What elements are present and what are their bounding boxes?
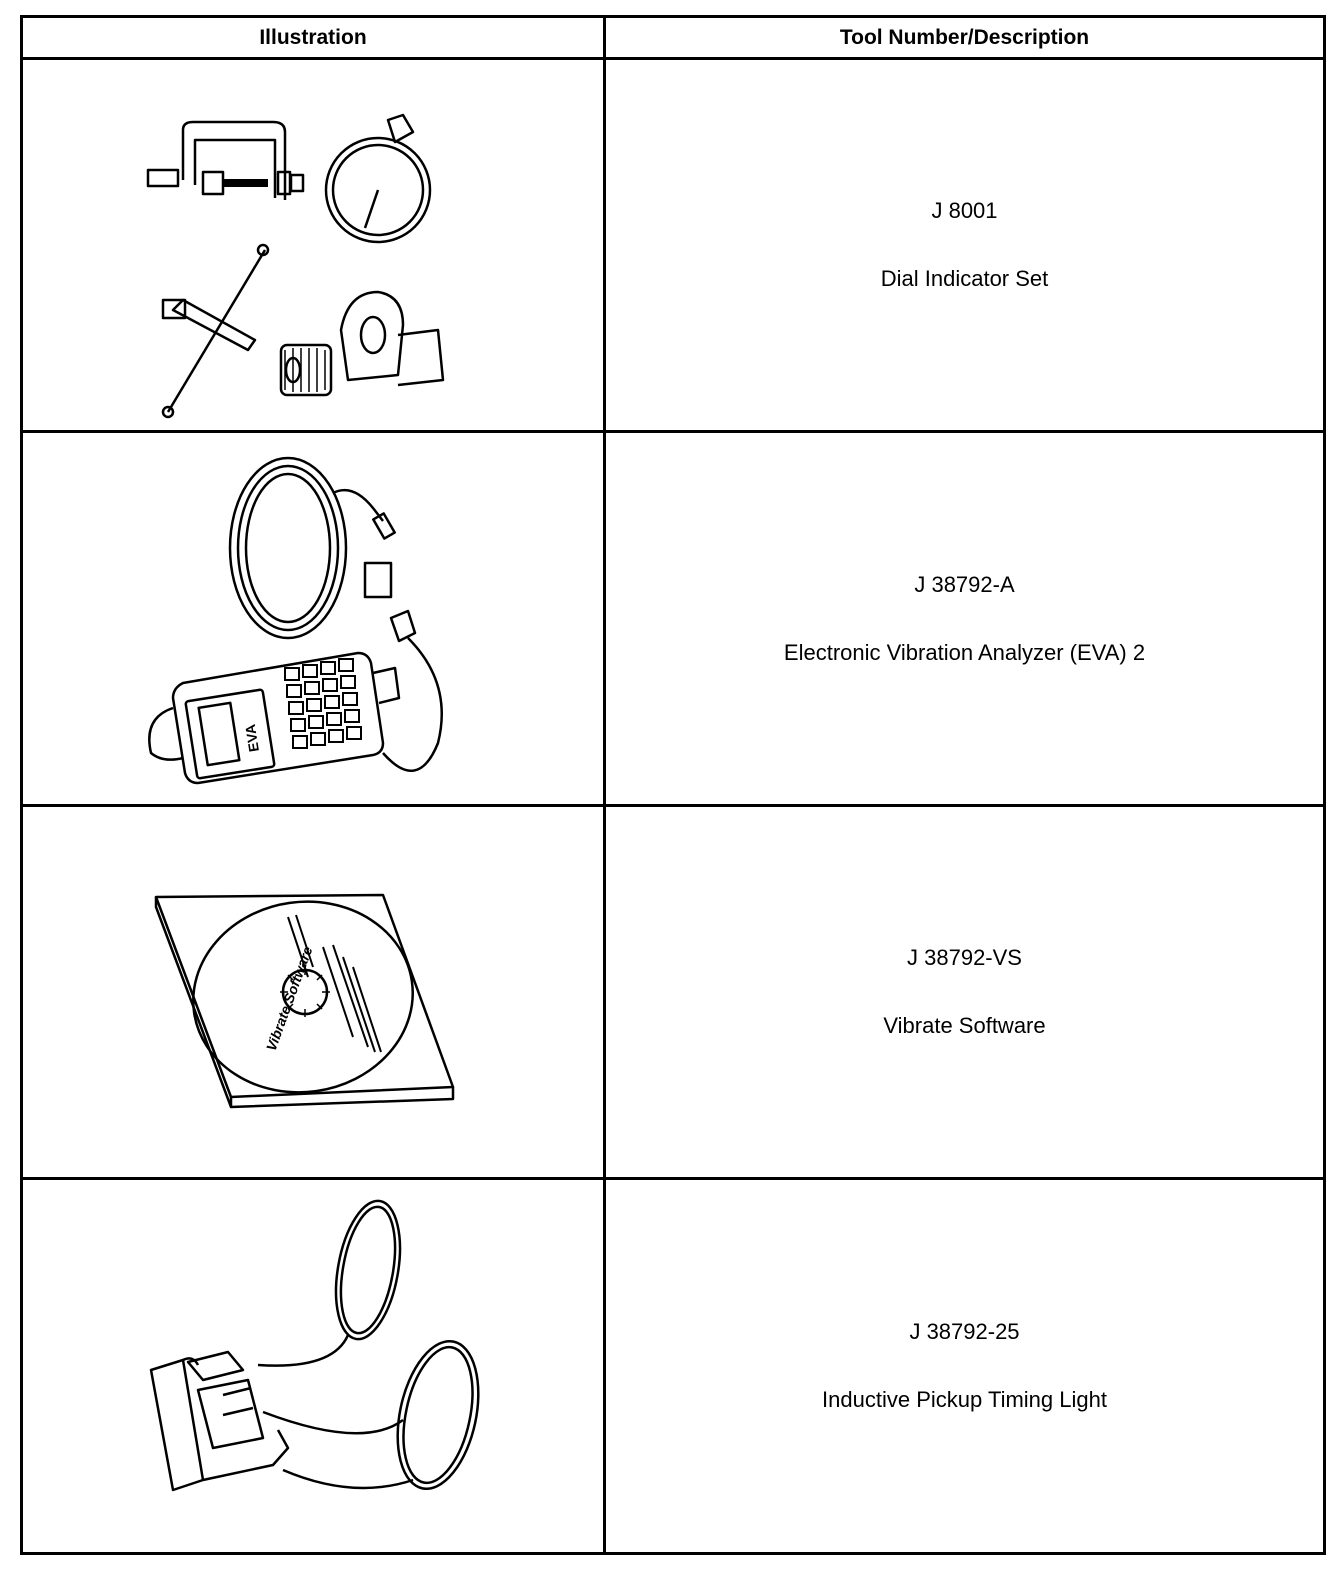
software-cd-illustration: Vibrate Software [154,893,455,1109]
tool-description-cell: J 38792-25 Inductive Pickup Timing Light [606,1180,1323,1552]
column-divider [603,18,606,1552]
tool-number: J 38792-VS [907,945,1022,970]
illustration-cell: EVA [23,433,603,804]
cd-label-text: Vibrate Software [263,944,316,1053]
table-row: J 38792-25 Inductive Pickup Timing Light [23,1180,1323,1552]
dial-indicator-set-illustration [146,113,445,419]
eva-device-label: EVA [242,723,262,753]
header-illustration: Illustration [259,26,367,49]
tool-name: Dial Indicator Set [880,266,1049,291]
illustration-cell: Vibrate Software [23,807,603,1177]
tool-number: J 8001 [931,198,998,223]
tool-number: J 38792-25 [909,1319,1020,1344]
tool-description-cell: J 38792-A Electronic Vibration Analyzer … [606,433,1323,804]
tool-name: Inductive Pickup Timing Light [822,1387,1107,1412]
timing-light-illustration [149,1199,480,1492]
tool-description-cell: J 38792-VS Vibrate Software [606,807,1323,1177]
tool-name: Electronic Vibration Analyzer (EVA) 2 [783,639,1146,665]
table-row: J 8001 Dial Indicator Set [23,60,1323,433]
tool-number: J 38792-A [914,571,1015,597]
header-tool-description: Tool Number/Description [839,26,1090,49]
table-row: Vibrate Software J 38792-VS Vibrate Soft… [23,807,1323,1180]
tool-description-cell: J 8001 Dial Indicator Set [606,60,1323,430]
tool-name: Vibrate Software [883,1013,1046,1038]
table-header: Illustration Tool Number/Description [23,18,1323,60]
tool-table: Illustration Tool Number/Description [20,15,1326,1555]
table-row: EVA J 38792-A Electronic Vibration Analy… [23,433,1323,807]
vibration-analyzer-illustration: EVA [148,456,443,785]
illustration-cell [23,1180,603,1552]
illustration-cell [23,60,603,430]
